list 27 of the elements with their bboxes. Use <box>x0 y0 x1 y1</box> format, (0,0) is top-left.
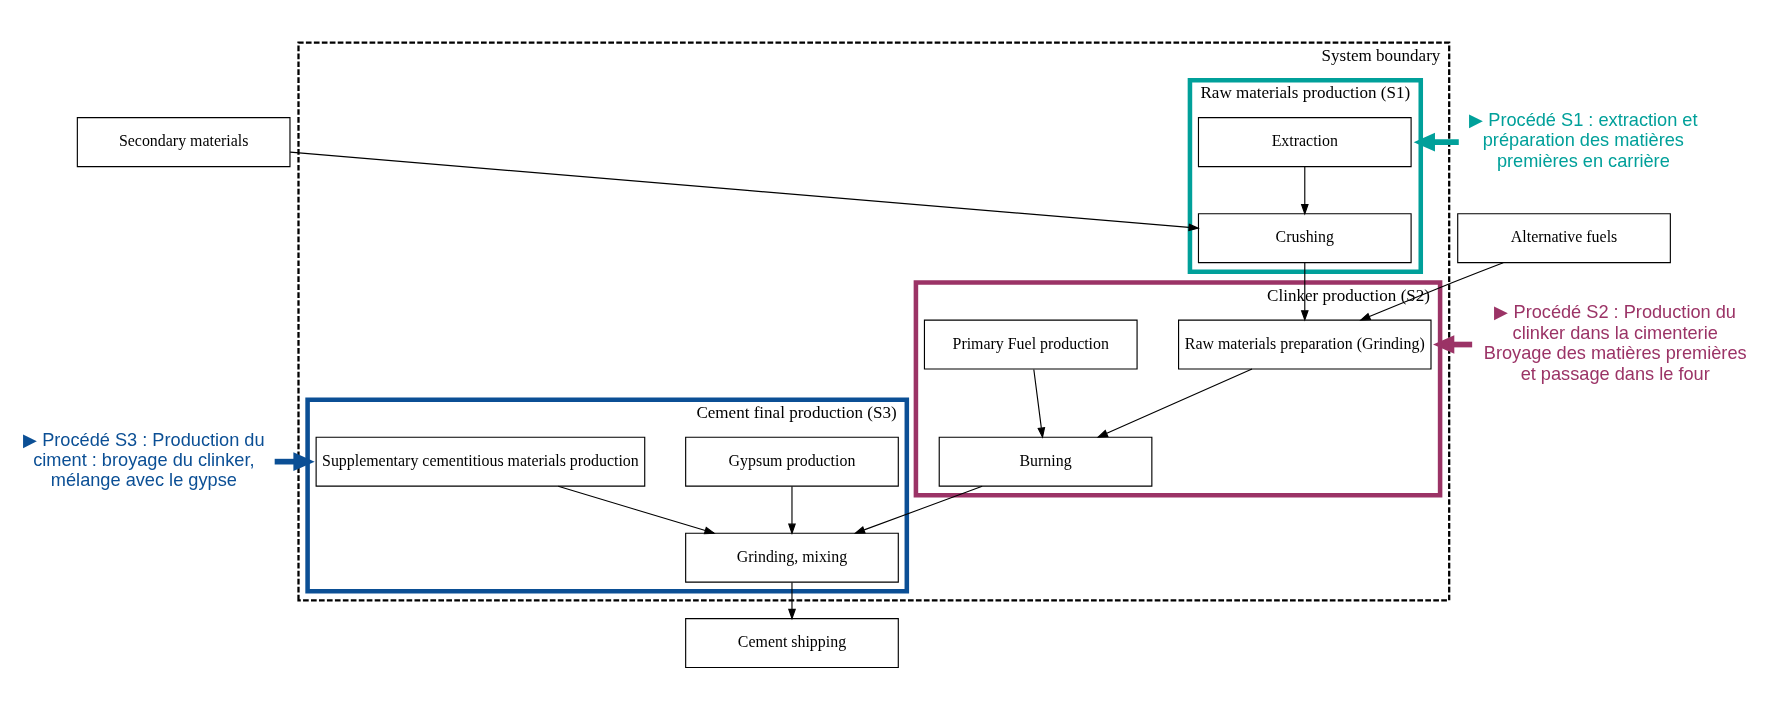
arrow <box>1300 166 1309 216</box>
arrow <box>289 151 1200 232</box>
node-box: Burning <box>938 436 1153 487</box>
arrow <box>1300 262 1309 322</box>
node-box: Alternative fuels <box>1457 213 1671 264</box>
node-box: Extraction <box>1197 117 1412 168</box>
node-box: Raw materials preparation (Grinding) <box>1178 319 1432 370</box>
arrow <box>557 485 716 535</box>
arrow <box>1033 368 1046 439</box>
node-text: ▶ Procédé S1 : extraction et préparation des matières premières en carrière <box>1469 109 1698 171</box>
node-box: Primary Fuel production <box>923 319 1138 370</box>
node-box: Supplementary cementitious materials production <box>315 436 646 487</box>
arrow <box>853 485 983 534</box>
arrow <box>1433 335 1473 354</box>
arrow <box>788 581 796 621</box>
node-box: Grinding, mixing <box>685 532 899 583</box>
node-box: Crushing <box>1197 213 1412 264</box>
arrow <box>274 452 315 471</box>
node-text: ▶ Procédé S3 : Production du ciment : broyage du clinker, mélange avec le gypse <box>23 429 265 491</box>
arrow <box>788 485 796 535</box>
node-box: Cement shipping <box>685 618 899 669</box>
arrow <box>1413 132 1459 152</box>
node-text: ▶ Procédé S2 : Production du clinker dans la cimenterie Broyage des matières premières et passage dans le four <box>1483 302 1747 384</box>
node-box: Secondary materials <box>76 117 291 168</box>
arrow <box>1359 262 1504 321</box>
arrow <box>1096 368 1253 438</box>
node-box: Gypsum production <box>685 436 899 487</box>
